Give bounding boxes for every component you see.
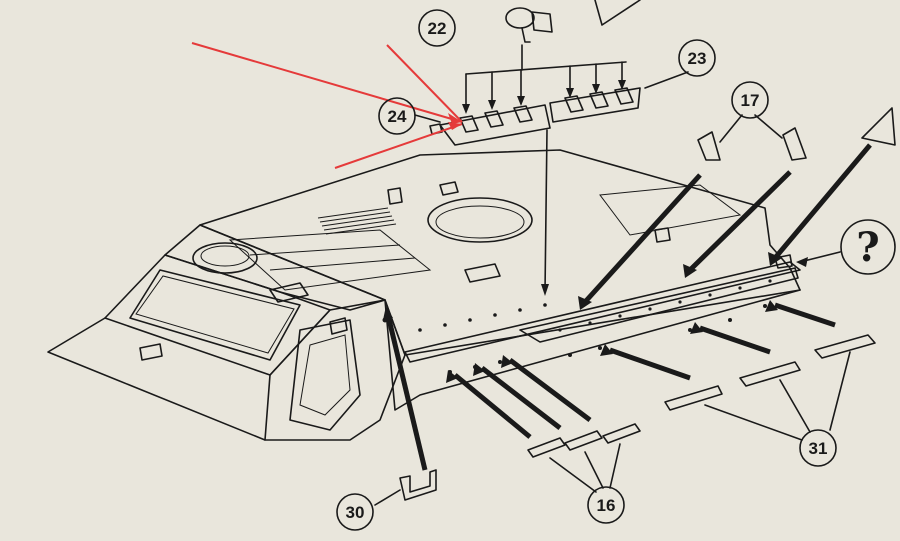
part-22-light	[505, 7, 553, 43]
part-top-edge	[594, 0, 641, 26]
unknown-part-marker: ?	[774, 219, 896, 275]
callout-16: 16	[587, 486, 625, 524]
svg-text:22: 22	[428, 19, 447, 38]
svg-text:16: 16	[597, 496, 616, 515]
hull-body	[47, 149, 801, 441]
callout-31: 31	[799, 429, 837, 467]
callout-17: 17	[731, 81, 769, 119]
callout-24: 24	[378, 97, 416, 135]
part-16-plates	[446, 355, 641, 493]
part-23-24-rail	[414, 44, 689, 296]
part-17-brackets	[578, 114, 807, 310]
svg-text:17: 17	[741, 91, 760, 110]
svg-text:31: 31	[809, 439, 828, 458]
svg-text:30: 30	[346, 503, 365, 522]
callout-30: 30	[336, 493, 374, 531]
svg-text:?: ?	[856, 224, 879, 271]
callout-23: 23	[678, 39, 716, 77]
part-31-handles	[600, 300, 876, 441]
part-30-handle	[374, 306, 437, 506]
svg-text:23: 23	[688, 49, 707, 68]
callout-22: 22	[418, 9, 456, 47]
highlight-arrows	[191, 42, 463, 169]
svg-text:24: 24	[388, 107, 407, 126]
fender-strip	[404, 261, 801, 363]
